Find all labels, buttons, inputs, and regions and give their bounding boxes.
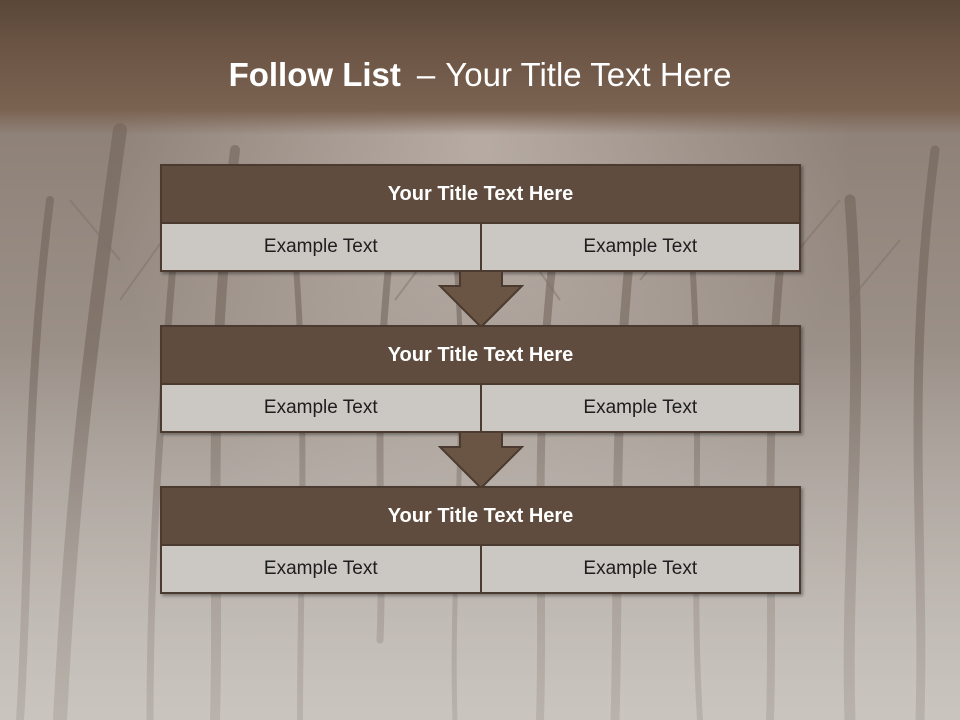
step-right-text: Example Text: [479, 546, 799, 592]
title-band: [0, 0, 960, 135]
step-box-1: Your Title Text Here Example Text Exampl…: [160, 164, 801, 272]
step-title: Your Title Text Here: [162, 327, 799, 385]
down-arrow-icon: [438, 270, 524, 328]
down-arrow-icon: [438, 431, 524, 489]
step-box-3: Your Title Text Here Example Text Exampl…: [160, 486, 801, 594]
step-row: Example Text Example Text: [162, 224, 799, 270]
title-rest: Your Title Text Here: [445, 56, 732, 93]
step-box-2: Your Title Text Here Example Text Exampl…: [160, 325, 801, 433]
step-left-text: Example Text: [162, 385, 480, 431]
slide-title: Follow List–Your Title Text Here: [0, 52, 960, 98]
step-title: Your Title Text Here: [162, 166, 799, 224]
step-row: Example Text Example Text: [162, 385, 799, 431]
step-title: Your Title Text Here: [162, 488, 799, 546]
step-row: Example Text Example Text: [162, 546, 799, 592]
step-left-text: Example Text: [162, 546, 480, 592]
step-right-text: Example Text: [479, 224, 799, 270]
title-bold-part: Follow List: [228, 56, 401, 93]
step-right-text: Example Text: [479, 385, 799, 431]
title-separator: –: [416, 56, 436, 93]
step-left-text: Example Text: [162, 224, 480, 270]
